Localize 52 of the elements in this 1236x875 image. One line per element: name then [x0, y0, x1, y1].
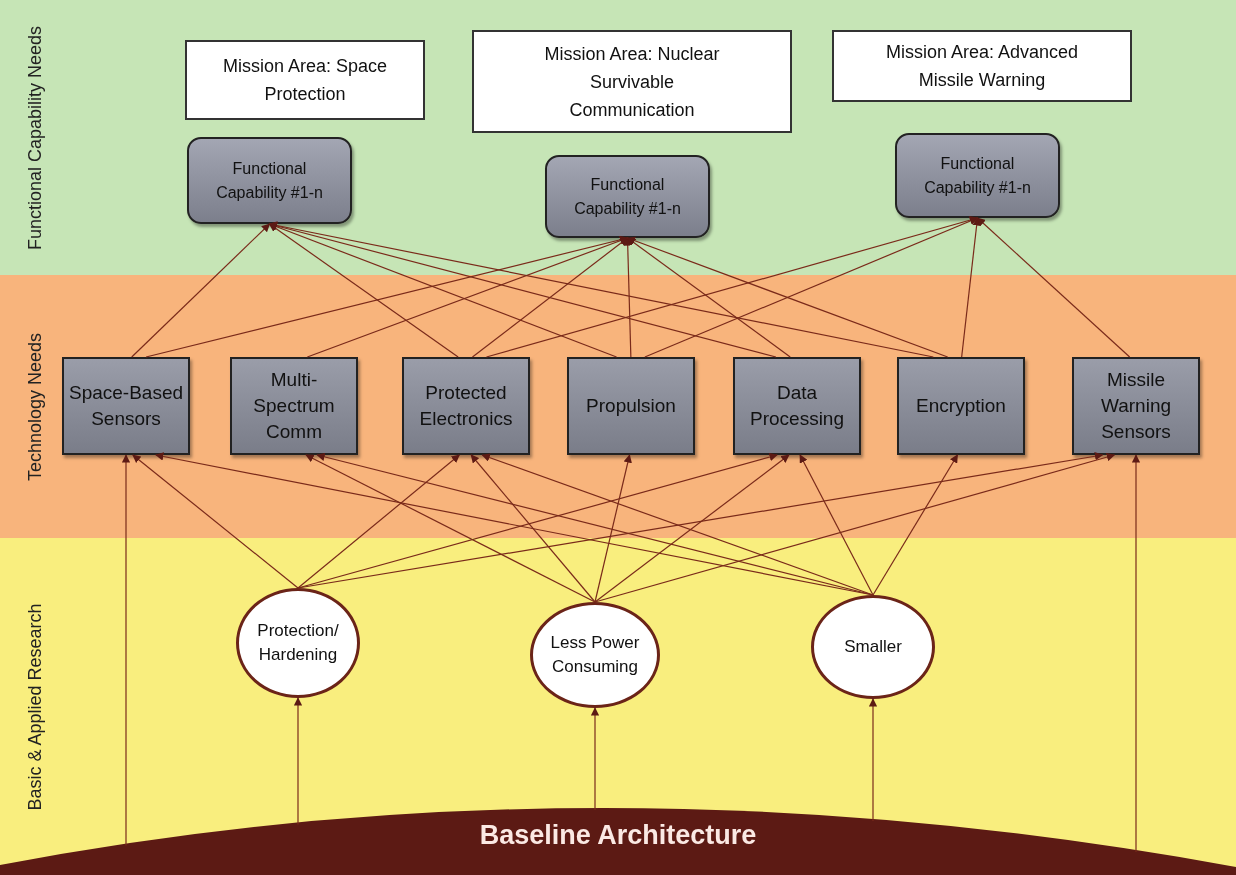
band — [0, 538, 1236, 875]
arrow — [132, 454, 299, 589]
arrow — [297, 452, 1104, 589]
capability-box: Functional Capability #1-n — [545, 155, 710, 238]
arrow — [626, 237, 791, 358]
arrow — [306, 236, 629, 358]
arrow — [799, 454, 874, 596]
arrow — [481, 453, 874, 596]
band — [0, 0, 1236, 275]
research-ellipse: Smaller — [811, 595, 935, 699]
technology-box: Multi-Spectrum Comm — [230, 357, 358, 455]
arrow — [1131, 454, 1141, 853]
band-label: Functional Capability Needs — [25, 25, 45, 250]
arrow — [131, 223, 271, 358]
band-label: Basic & Applied Research — [25, 602, 45, 811]
arrow — [485, 216, 979, 358]
arrow — [590, 707, 600, 811]
arrow — [644, 217, 979, 358]
mission-box: Mission Area: Advanced Missile Warning — [832, 30, 1132, 102]
arrow — [268, 223, 459, 358]
capability-box: Functional Capability #1-n — [187, 137, 352, 224]
arrow — [297, 454, 460, 589]
arrow — [305, 454, 596, 603]
arrow — [121, 454, 131, 847]
research-ellipse: Protection/ Hardening — [236, 588, 360, 698]
technology-box: Missile Warning Sensors — [1072, 357, 1200, 455]
research-ellipse: Less Power Consuming — [530, 602, 660, 708]
capability-box: Functional Capability #1-n — [895, 133, 1060, 218]
technology-box: Protected Electronics — [402, 357, 530, 455]
arrow — [293, 697, 303, 825]
technology-box: Encryption — [897, 357, 1025, 455]
technology-box: Space-Based Sensors — [62, 357, 190, 455]
arrow — [594, 454, 790, 603]
band — [0, 275, 1236, 538]
arrow — [961, 217, 981, 358]
arrow — [594, 454, 632, 603]
band-label: Technology Needs — [25, 332, 45, 481]
arrow — [626, 236, 949, 358]
mission-box: Mission Area: Nuclear Survivable Communication — [472, 30, 792, 133]
arrow — [155, 452, 874, 596]
arrow — [623, 237, 632, 358]
arrow — [594, 453, 1116, 603]
mission-box: Mission Area: Space Protection — [185, 40, 425, 120]
arrow — [145, 235, 629, 358]
arrow — [976, 217, 1131, 358]
hill-label: Baseline Architecture — [479, 819, 757, 852]
arrow — [868, 698, 878, 822]
technology-box: Data Processing — [733, 357, 861, 455]
arrow — [470, 454, 596, 603]
technology-box: Propulsion — [567, 357, 695, 455]
arrow — [872, 454, 959, 596]
arrow — [471, 237, 629, 358]
